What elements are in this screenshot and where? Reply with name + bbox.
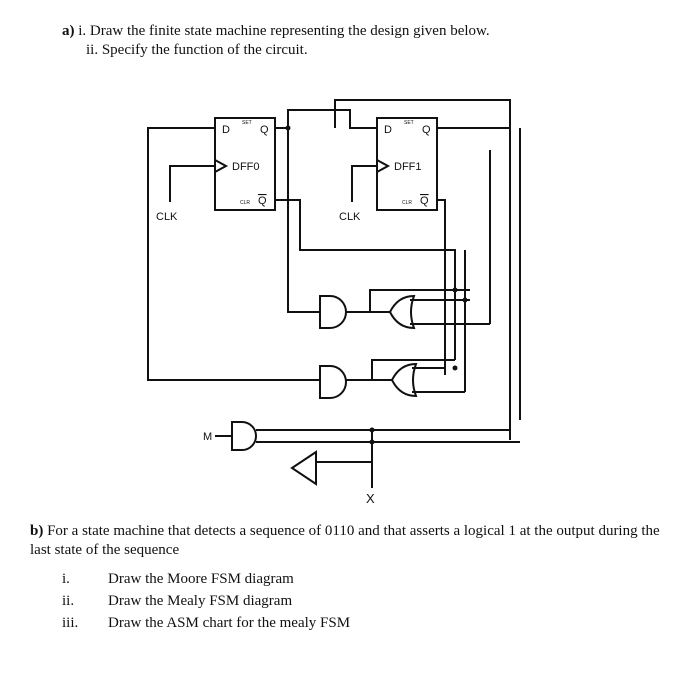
clk0-wire	[169, 165, 215, 202]
input-m-label: M	[203, 431, 212, 443]
or-gate-1	[388, 294, 416, 330]
dff1-qbar-label: Q	[420, 195, 429, 207]
item-number: i.	[62, 571, 70, 587]
junction-dot	[452, 287, 458, 293]
question-b-item: iii. Draw the ASM chart for the mealy FSM	[62, 614, 350, 633]
dff0-clock-triangle	[214, 159, 229, 173]
output-gate	[290, 450, 317, 486]
output-x-label: X	[366, 491, 375, 506]
dff0-q-label: Q	[260, 124, 269, 136]
item-number: ii.	[62, 593, 75, 609]
and-gate-2	[319, 365, 347, 399]
question-b-label: b)	[30, 523, 44, 539]
question-a-item-ii: ii. Specify the function of the circuit.	[86, 42, 308, 58]
item-text: Draw the Moore FSM diagram	[108, 571, 294, 587]
top-feedback-wire	[334, 99, 511, 440]
clk0-label: CLK	[156, 211, 178, 223]
or-gate-2	[390, 362, 418, 398]
clk1-wire	[351, 165, 377, 202]
or1-in-c	[369, 289, 470, 312]
junction-dot	[369, 439, 375, 445]
dff0-box	[214, 117, 276, 211]
q0-down-wire	[287, 128, 320, 313]
dff0-name-label: DFF0	[232, 161, 260, 173]
junction-dot	[452, 365, 458, 371]
question-b-item: i. Draw the Moore FSM diagram	[62, 570, 294, 589]
junction-dot	[285, 125, 291, 131]
dff1-q-label: Q	[422, 124, 431, 136]
dff1-name-label: DFF1	[394, 161, 422, 173]
question-a: a) i. Draw the finite state machine repr…	[62, 22, 490, 60]
circuit-diagram: D SET Q DFF0 CLR Q D SET Q DFF1 CLR Q CL…	[147, 99, 521, 506]
q0bar-wire	[275, 199, 456, 300]
item-number: iii.	[62, 615, 79, 631]
question-a-line-1: a) i. Draw the finite state machine repr…	[62, 22, 490, 41]
dff1-d-label: D	[384, 124, 392, 136]
dff0-qbar-label: Q	[258, 195, 267, 207]
dff1-clock-triangle	[376, 159, 391, 173]
dff0-d-label: D	[222, 124, 230, 136]
question-a-label: a)	[62, 23, 75, 39]
question-b-text: For a state machine that detects a seque…	[30, 523, 660, 558]
question-a-item-i: i. Draw the finite state machine represe…	[78, 23, 490, 39]
dff1-set-label: SET	[404, 120, 414, 126]
dff0-set-label: SET	[242, 120, 252, 126]
clk1-label: CLK	[339, 211, 361, 223]
question-b-item: ii. Draw the Mealy FSM diagram	[62, 592, 292, 611]
or2-in-c	[371, 359, 455, 380]
question-a-line-2: ii. Specify the function of the circuit.	[62, 41, 490, 60]
junction-dot	[369, 427, 375, 433]
m-and-gate	[231, 421, 257, 451]
junction-dots	[285, 125, 468, 445]
dff0-clr-label: CLR	[240, 200, 250, 206]
dff1-box	[376, 117, 438, 211]
q1bar-wire	[437, 199, 446, 375]
item-text: Draw the ASM chart for the mealy FSM	[108, 615, 351, 631]
d0-feedback-wire	[147, 127, 320, 381]
junction-dot	[462, 297, 468, 303]
item-text: Draw the Mealy FSM diagram	[108, 593, 293, 609]
dff1-clr-label: CLR	[402, 200, 412, 206]
q0-to-d1-wire	[275, 109, 377, 129]
and-gate-1	[319, 295, 347, 329]
question-b: b) For a state machine that detects a se…	[30, 522, 670, 560]
